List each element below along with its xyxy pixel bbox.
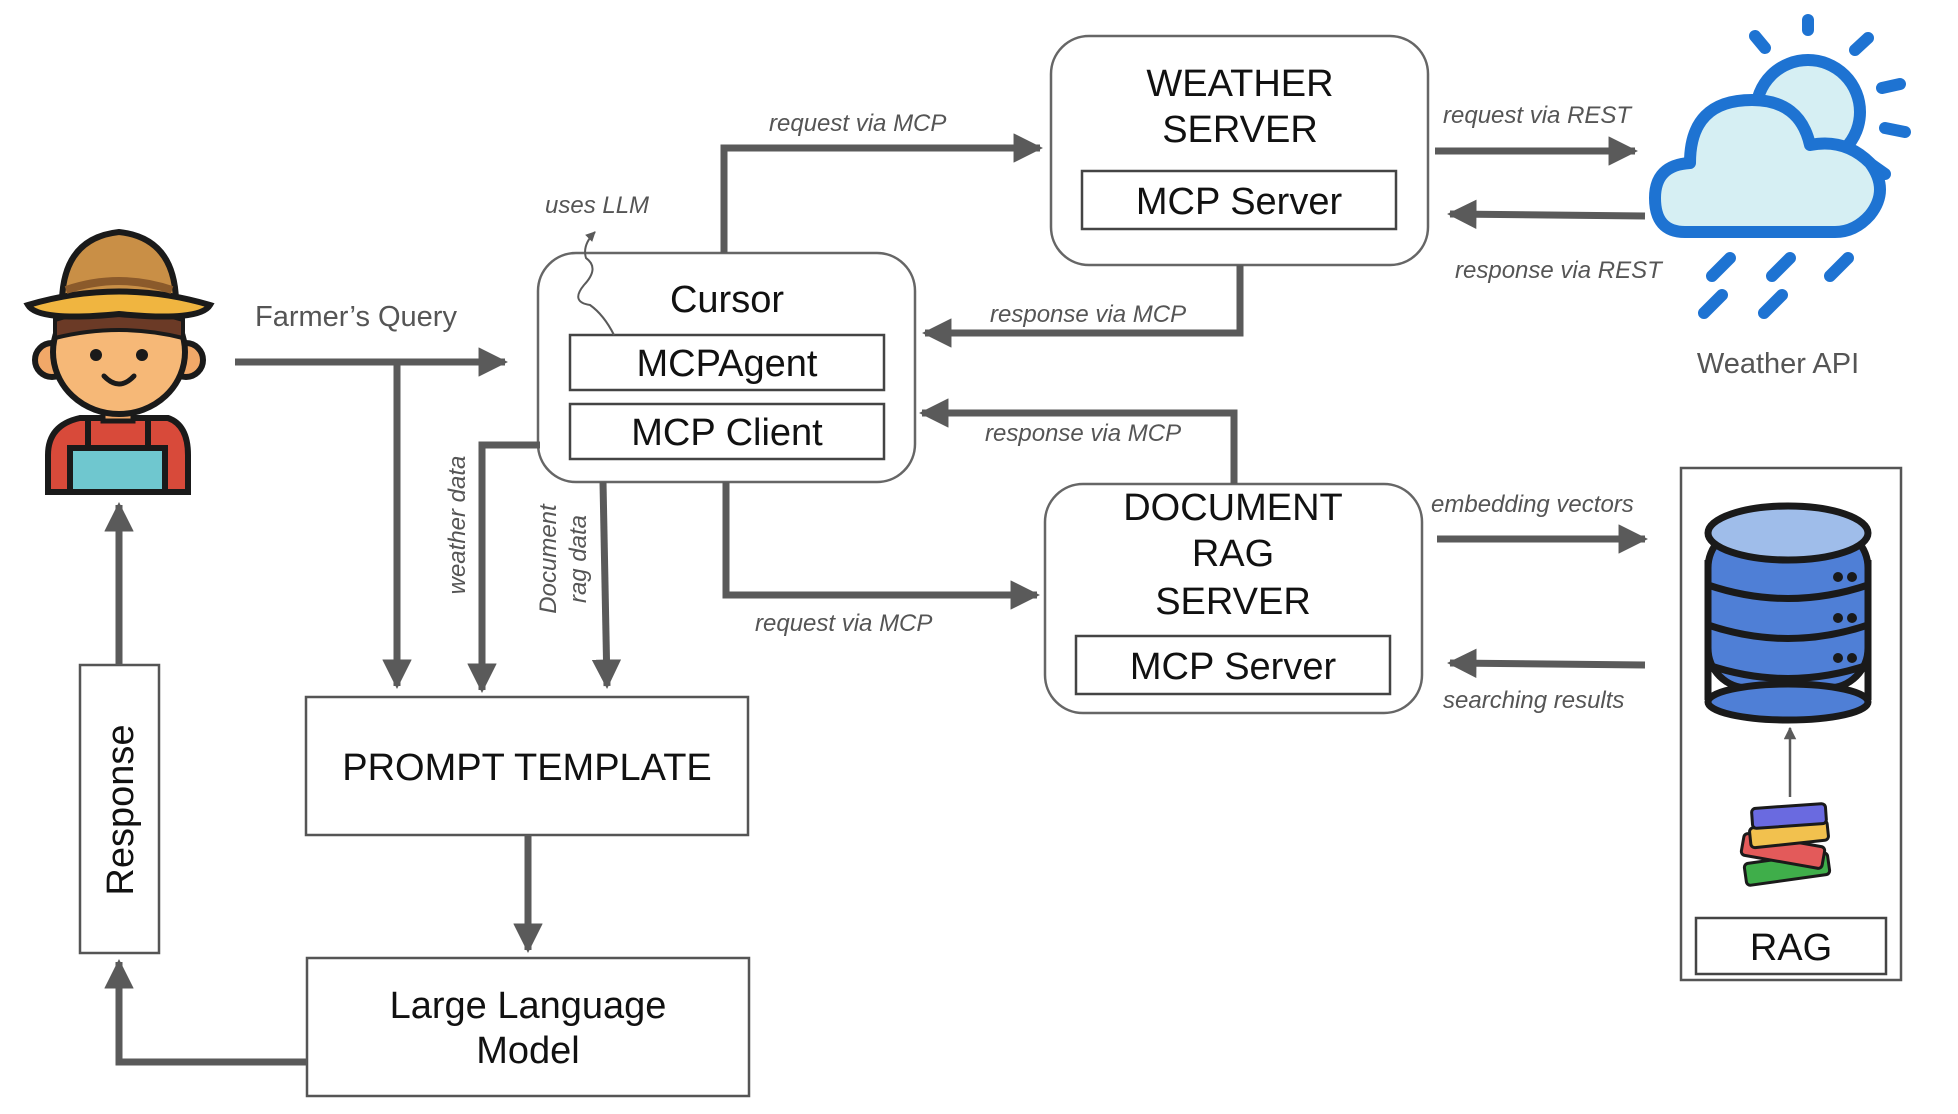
document-server-title-line1: DOCUMENT [1123,487,1343,529]
farmer-icon [23,228,215,495]
response-weather-arrow [922,265,1244,348]
rag-label: RAG [1750,927,1832,969]
response-rest-arrow [1447,199,1646,229]
searching-results-label: searching results [1443,687,1624,714]
document-server-title-line3: SERVER [1155,581,1311,623]
document-rag-label-line2: rag data [565,515,592,603]
mcpagent-box [568,333,886,392]
document-mcp-server-label: MCP Server [1130,646,1337,688]
document-rag-label-line1: Document [535,503,562,614]
request-weather-arrow [720,133,1043,253]
llm-label-line2: Model [476,1030,580,1072]
weather-server-title-line2: SERVER [1162,109,1318,151]
mcpagent-label: MCPAgent [637,343,818,385]
request-rest-label: request via REST [1443,102,1633,129]
response-weather-label: response via MCP [990,301,1186,328]
prompt-template-box [304,695,750,837]
prompt-template-label: PROMPT TEMPLATE [342,747,712,789]
llm-label-line1: Large Language [390,985,667,1027]
request-document-label: request via MCP [755,610,932,637]
request-weather-label: request via MCP [769,110,946,137]
document-mcp-server-box [1074,634,1392,696]
uses-llm-label: uses LLM [545,192,649,219]
weather-api-label: Weather API [1697,348,1859,380]
llm-box [305,956,751,1098]
books-icon [1739,802,1832,887]
request-document-arrow [722,482,1040,610]
cursor-label: Cursor [670,279,784,321]
mcp-client-label: MCP Client [631,412,823,454]
response-label: Response [100,724,142,895]
database-icon [1704,502,1872,724]
weather-data-label: weather data [444,456,471,595]
response-box [78,663,161,955]
weather-data-arrow [467,441,540,693]
response-document-label: response via MCP [985,420,1181,447]
document-server-title-line2: RAG [1192,533,1274,575]
llm-to-response-arrow [104,959,307,1066]
searching-results-arrow [1447,648,1646,678]
mcp-client-box [568,402,886,461]
farmer-query-label: Farmer’s Query [255,301,457,333]
uses-llm-arrow [577,231,615,336]
embedding-vectors-label: embedding vectors [1431,491,1634,518]
response-rest-label: response via REST [1455,257,1664,284]
response-document-arrow [919,398,1238,484]
weather-server-title-line1: WEATHER [1146,63,1333,105]
rag-label-box [1694,916,1888,976]
weather-mcp-server-label: MCP Server [1136,181,1343,223]
weather-mcp-server-box [1080,169,1398,231]
document-rag-data-arrow [591,481,622,689]
cloud-sun-rain-icon [1649,14,1911,319]
